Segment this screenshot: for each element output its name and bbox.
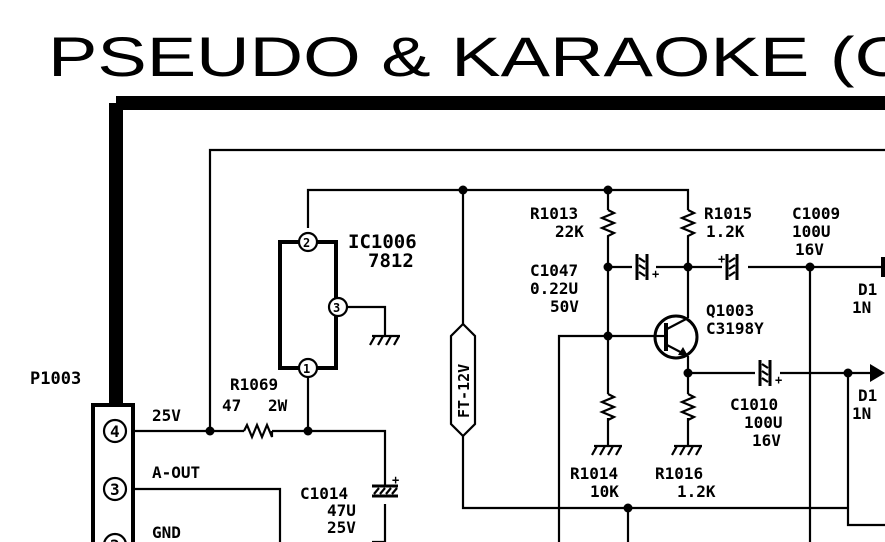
resistor-ref-label: R1069	[230, 375, 278, 394]
junction-dots	[205, 185, 853, 513]
resistor-ref-label: R1016	[655, 464, 703, 483]
resistor-value-label: 1.2K	[677, 482, 716, 501]
flag-label: FT-12V	[455, 364, 473, 418]
transistor-q1003: Q1003 C3198Y	[653, 301, 764, 360]
resistor-r1013: R1013 22K	[530, 204, 617, 241]
capacitor-voltage-label: 25V	[327, 518, 356, 537]
ic-pin-number: 2	[303, 236, 310, 250]
resistor-r1016: R1016 1.2K	[655, 393, 716, 501]
ic-ref-label: IC1006	[348, 231, 417, 253]
pin-number: 3	[110, 480, 120, 499]
capacitor-ref-label: C1014	[300, 484, 348, 503]
ground-icon	[591, 444, 622, 456]
capacitor-voltage-label: 50V	[550, 297, 579, 316]
capacitor-voltage-label: 16V	[752, 431, 781, 450]
signal-label-25v: 25V	[152, 406, 181, 425]
ic-part-label: 7812	[368, 250, 414, 272]
capacitor-value-label: 47U	[327, 501, 356, 520]
ground-icon	[369, 334, 400, 346]
signal-label-gnd: GND	[152, 523, 181, 542]
diode-ref-label: D1	[858, 386, 877, 405]
polarity-plus: +	[652, 267, 659, 281]
resistor-r1069: R1069 47 2W	[222, 375, 288, 440]
polarity-plus: +	[392, 473, 399, 487]
connector-pin-3: 3	[102, 476, 128, 502]
capacitor-ref-label: C1010	[730, 395, 778, 414]
ic-pin-number: 1	[303, 362, 310, 376]
diode-part-label: 1N	[852, 404, 871, 423]
resistor-r1014: R1014 10K	[570, 393, 619, 501]
capacitor-ref-label: C1009	[792, 204, 840, 223]
resistor-value-label: 22K	[555, 222, 584, 241]
pin-number: 4	[110, 422, 120, 441]
polarity-plus: +	[775, 373, 782, 387]
diode-lower: D1 1N	[852, 364, 885, 423]
capacitor-voltage-label: 16V	[795, 240, 824, 259]
resistor-ref-label: R1015	[704, 204, 752, 223]
polarity-plus: +	[718, 252, 725, 266]
resistor-value-label: 47	[222, 396, 241, 415]
capacitor-c1010: + C1010 100U 16V	[730, 360, 783, 450]
capacitor-ref-label: C1047	[530, 261, 578, 280]
wires	[133, 148, 885, 542]
capacitor-value-label: 0.22U	[530, 279, 578, 298]
resistor-ref-label: R1013	[530, 204, 578, 223]
capacitor-c1014: + C1014 47U 25V	[300, 473, 399, 537]
pin-number: 2	[110, 536, 120, 542]
resistor-value-label: 10K	[590, 482, 619, 501]
resistor-rating-label: 2W	[268, 396, 288, 415]
regulator-ic1006: 2 3 1 IC1006 7812	[278, 231, 417, 379]
capacitor-c1009: + C1009 100U 16V	[718, 204, 840, 280]
supply-flag-ft12v: FT-12V	[449, 322, 477, 438]
capacitor-value-label: 100U	[792, 222, 831, 241]
diode-ref-label: D1	[858, 280, 877, 299]
diode-part-label: 1N	[852, 298, 871, 317]
ground-icon	[671, 444, 702, 456]
transistor-part-label: C3198Y	[706, 319, 764, 338]
connector-p1003: P1003 4 3 2 25V A-OUT GND	[30, 369, 200, 542]
signal-label-a-out: A-OUT	[152, 463, 200, 482]
capacitor-value-label: 100U	[744, 413, 783, 432]
heavy-frame	[109, 96, 885, 405]
resistor-ref-label: R1014	[570, 464, 618, 483]
page-title: PSEUDO & KARAOKE (C	[48, 25, 885, 88]
ic-pin-number: 3	[333, 301, 340, 315]
connector-pin-2: 2	[103, 532, 127, 542]
resistor-value-label: 1.2K	[706, 222, 745, 241]
connector-ref-label: P1003	[30, 369, 81, 389]
capacitor-c1047: + C1047 0.22U 50V	[530, 254, 659, 316]
ground-symbols	[369, 334, 702, 456]
transistor-ref-label: Q1003	[706, 301, 754, 320]
resistor-r1015: R1015 1.2K	[679, 204, 752, 241]
connector-pin-4: 4	[102, 418, 128, 444]
diode-upper: D1 1N	[852, 257, 885, 317]
